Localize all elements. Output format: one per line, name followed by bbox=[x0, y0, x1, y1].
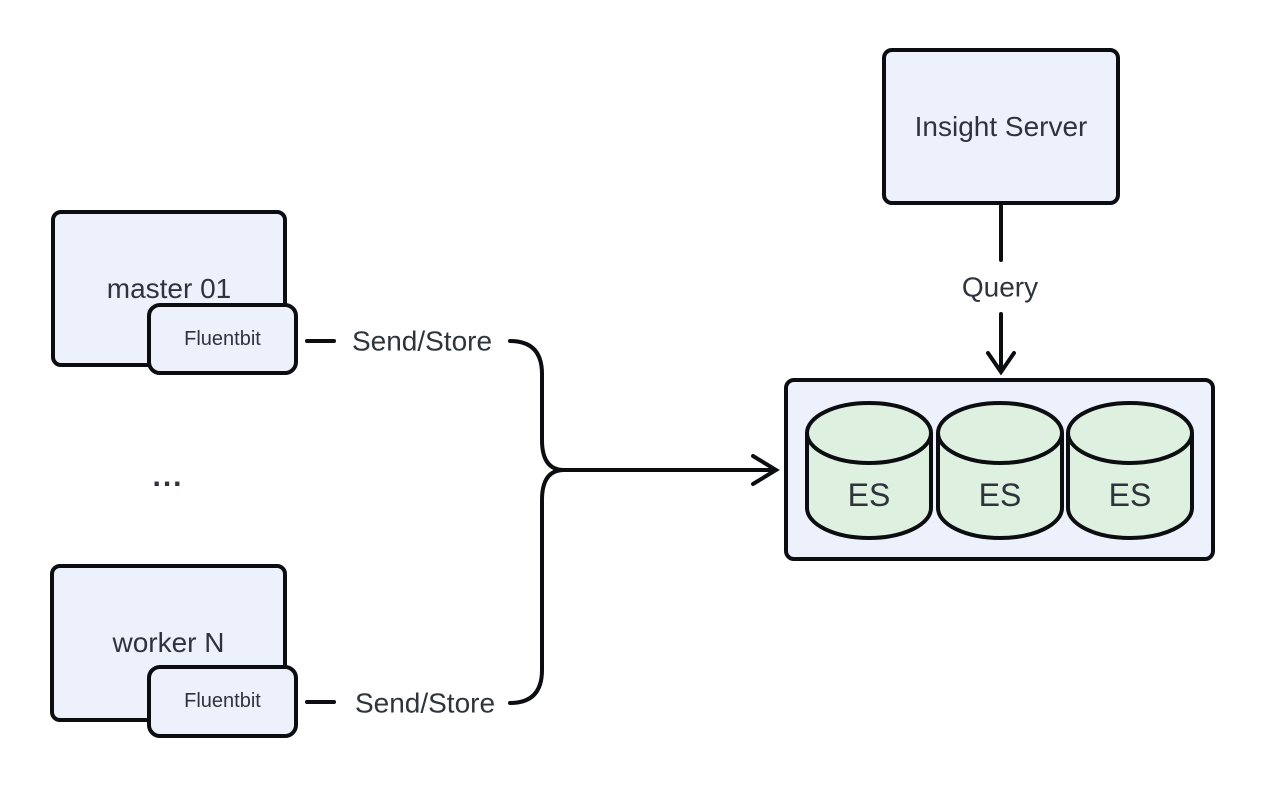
send-store-label-bottom: Send/Store bbox=[354, 687, 496, 720]
edge-brace-bottom bbox=[508, 468, 566, 705]
worker-node-label: worker N bbox=[112, 627, 225, 658]
fluentbit-worker-label: Fluentbit bbox=[184, 690, 261, 712]
ellipsis-label: ... bbox=[152, 460, 184, 493]
arrowhead-down-icon bbox=[986, 351, 1016, 376]
fluentbit-master-label: Fluentbit bbox=[184, 327, 261, 350]
node-es-cluster bbox=[784, 378, 1215, 561]
node-fluentbit-worker: Fluentbit bbox=[147, 665, 298, 738]
insight-server-label: Insight Server bbox=[914, 110, 1088, 142]
node-insight-server: Insight Server bbox=[882, 48, 1120, 205]
edge-brace-top bbox=[508, 339, 566, 472]
arrowhead-right-icon bbox=[751, 454, 780, 486]
master-node-label: master 01 bbox=[106, 272, 232, 304]
query-label: Query bbox=[961, 271, 1039, 304]
node-fluentbit-master: Fluentbit bbox=[147, 303, 298, 375]
send-store-label-top: Send/Store bbox=[351, 325, 493, 358]
